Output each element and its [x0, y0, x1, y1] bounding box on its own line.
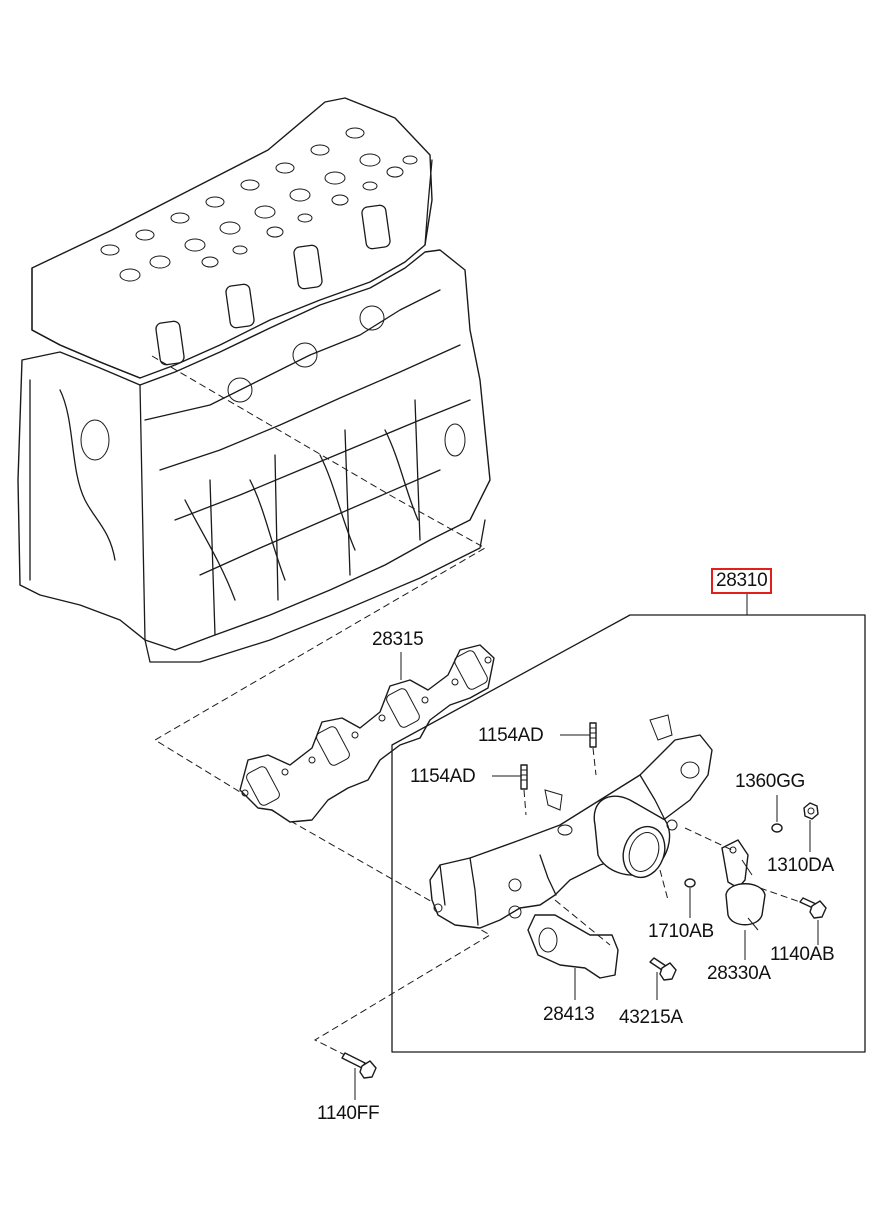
leader-lines — [354, 652, 819, 1100]
engine-block-illustration — [17, 97, 491, 663]
part-number-1360GG[interactable]: 1360GG — [735, 771, 806, 792]
part-number-28413[interactable]: 28413 — [543, 1004, 595, 1025]
nut-1310DA — [803, 802, 819, 820]
part-number-1154AD-upper[interactable]: 1154AD — [478, 725, 544, 746]
part-number-1140FF[interactable]: 1140FF — [317, 1103, 380, 1124]
part-number-1154AD-lower[interactable]: 1154AD — [410, 766, 476, 787]
part-number-28330A[interactable]: 28330A — [707, 963, 771, 984]
stud-upper — [589, 722, 597, 748]
mount-guide-line — [151, 355, 491, 1061]
bolt-1140FF — [341, 1052, 377, 1079]
part-number-28315[interactable]: 28315 — [372, 629, 424, 650]
part-number-1310DA[interactable]: 1310DA — [767, 855, 834, 876]
manifold-bracket — [527, 914, 619, 979]
bolt-1140AB — [799, 897, 827, 919]
exhaust-manifold — [429, 714, 713, 929]
bracket-bolt — [649, 957, 677, 981]
washer-1360GG — [771, 823, 783, 833]
part-number-1140AB[interactable]: 1140AB — [770, 944, 835, 965]
manifold-gasket — [239, 644, 495, 823]
part-number-28310[interactable]: 28310 — [711, 568, 773, 594]
part-number-1710AB[interactable]: 1710AB — [648, 921, 714, 942]
gasket-ring-1710AB — [684, 878, 696, 888]
assembly-frame — [391, 614, 866, 1053]
part-number-43215A[interactable]: 43215A — [619, 1007, 683, 1028]
stud-lower — [520, 764, 528, 790]
wastegate-actuator — [721, 839, 766, 931]
